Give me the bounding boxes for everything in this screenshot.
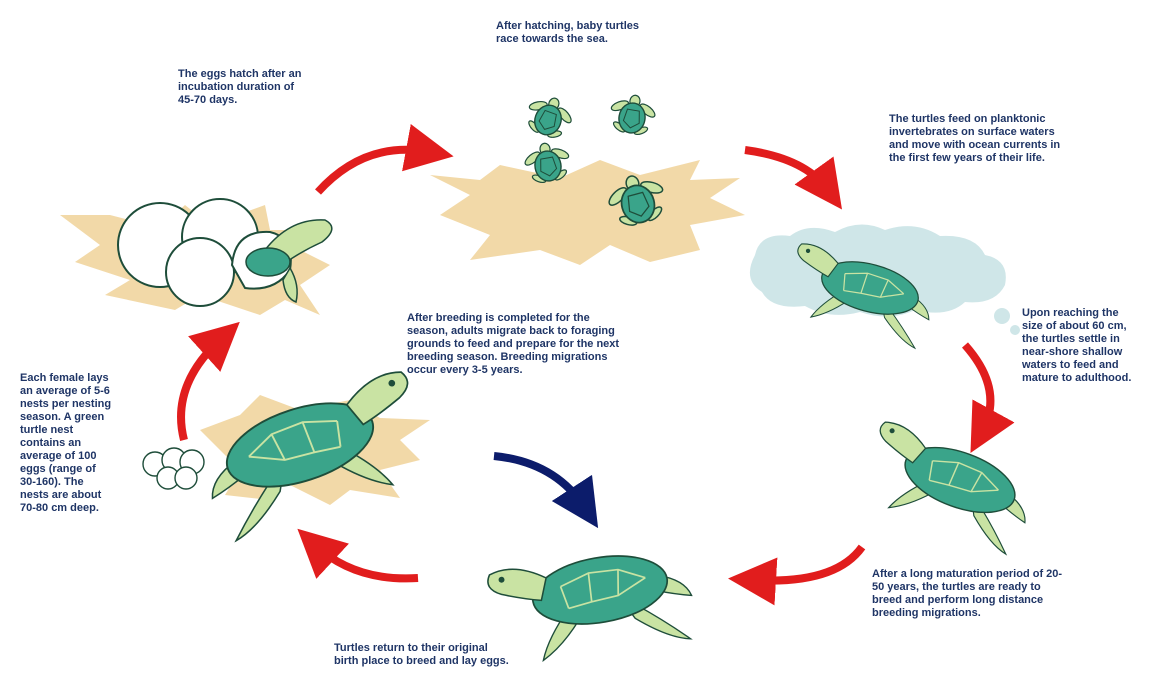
baby-turtle-icon (520, 90, 578, 144)
caption-feeding: The turtles feed on planktonic invertebr… (889, 113, 1060, 165)
migration-arrow-icon (494, 456, 585, 508)
caption-return: Turtles return to their original birth p… (334, 642, 509, 668)
egg-clutch-icon (143, 448, 204, 489)
caption-migration: After breeding is completed for the seas… (407, 312, 619, 377)
caption-maturation: After a long maturation period of 20- 50… (872, 568, 1062, 620)
baby-turtle-icon (606, 91, 660, 139)
water-bubble-tiny (1010, 325, 1020, 335)
beach-sand-patch (430, 160, 745, 265)
curved-arrow-icon (745, 150, 828, 190)
water-bubble-small (994, 308, 1010, 324)
caption-hatchlings-race: After hatching, baby turtles race toward… (496, 20, 639, 46)
caption-settle: Upon reaching the size of about 60 cm, t… (1022, 307, 1131, 385)
curved-arrow-icon (315, 545, 418, 578)
caption-egg-laying: Each female lays an average of 5-6 nests… (20, 372, 111, 515)
sea-turtle-icon (855, 419, 1042, 556)
sea-turtle-icon (486, 539, 699, 672)
curved-arrow-icon (752, 547, 862, 581)
caption-eggs-hatch: The eggs hatch after an incubation durat… (178, 68, 301, 107)
curved-arrow-icon (318, 150, 430, 192)
curved-arrow-icon (965, 345, 990, 432)
